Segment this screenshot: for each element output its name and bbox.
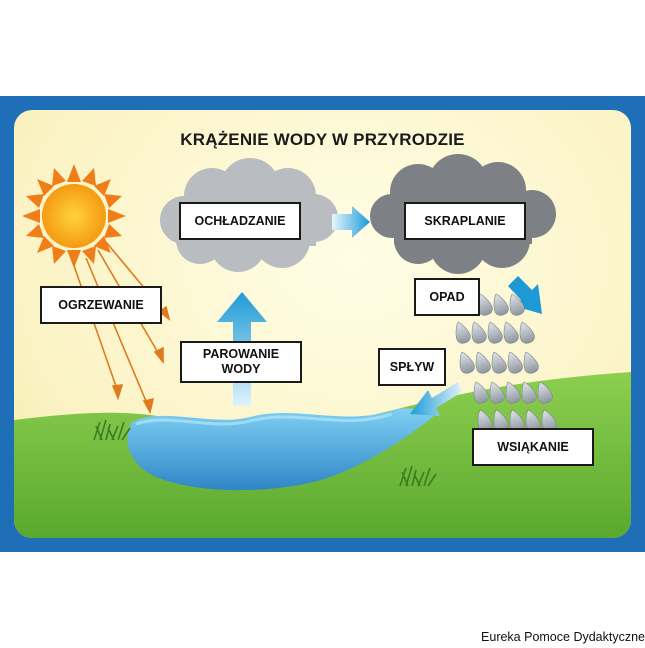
label-skraplanie: SKRAPLANIE: [404, 202, 526, 240]
label-ochladzanie: OCHŁADZANIE: [179, 202, 301, 240]
publisher-credit: Eureka Pomoce Dydaktyczne: [481, 630, 645, 644]
water-cycle-scene: [14, 154, 631, 538]
label-splyw: SPŁYW: [378, 348, 446, 386]
grass-tuft-left: [93, 419, 131, 441]
label-wsiakanie: WSIĄKANIE: [472, 428, 594, 466]
label-ogrzewanie: OGRZEWANIE: [40, 286, 162, 324]
label-parowanie: PAROWANIE WODY: [180, 341, 302, 383]
sun-rays: [71, 241, 171, 415]
lake: [127, 408, 435, 491]
runoff-arrow: [410, 382, 462, 416]
diagram-title: KRĄŻENIE WODY W PRZYRODZIE: [180, 130, 465, 149]
diagram-panel: KRĄŻENIE WODY W PRZYRODZIE OGRZEWANIE PA…: [14, 110, 631, 538]
cloud-transfer-arrow: [332, 206, 370, 238]
sun: [22, 164, 126, 268]
grass-tuft-right: [399, 465, 437, 487]
poster-frame: KRĄŻENIE WODY W PRZYRODZIE OGRZEWANIE PA…: [0, 96, 645, 552]
label-opad: OPAD: [414, 278, 480, 316]
lake-wave: [135, 412, 393, 426]
